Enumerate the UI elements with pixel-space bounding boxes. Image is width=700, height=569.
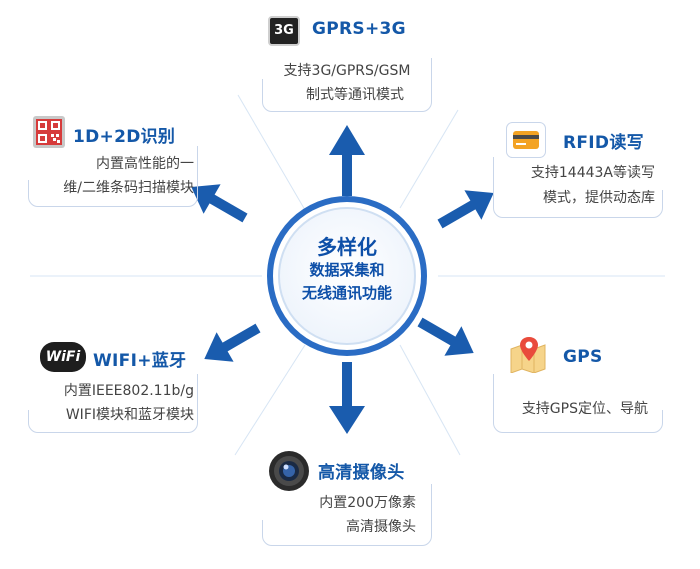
arrows (191, 125, 494, 434)
map-pin-icon (507, 335, 549, 374)
arrow-up-left (191, 184, 248, 223)
rfid-card-icon (506, 122, 546, 158)
barcode-title: 1D+2D识别 (73, 127, 176, 147)
center-line-2: 数据采集和 (309, 261, 385, 279)
qr-code-icon (33, 116, 65, 148)
center-title: 多样化 (317, 235, 377, 259)
arrow-up (329, 125, 365, 196)
gps-title: GPS (563, 347, 603, 367)
camera-title: 高清摄像头 (318, 463, 405, 483)
arrow-up-right (437, 190, 494, 229)
center-line-3: 无线通讯功能 (301, 284, 392, 302)
wifi-badge-icon: WiFi (40, 342, 86, 372)
rfid-desc-line-2: 模式，提供动态库 (543, 190, 655, 206)
arrow-down-left (204, 323, 261, 362)
gps-desc-line-1: 支持GPS定位、导航 (521, 401, 648, 417)
gprs-desc-line-2: 制式等通讯模式 (306, 87, 404, 103)
rfid-desc-line-1: 支持14443A等读写 (530, 165, 655, 181)
camera-lens-icon (268, 450, 310, 492)
gprs-desc-line-1: 支持3G/GPRS/GSM (283, 63, 411, 79)
barcode-desc-line-1: 内置高性能的一 (96, 156, 194, 172)
wifi-desc-line-2: WIFI模块和蓝牙模块 (65, 407, 194, 423)
arrow-down-right (417, 317, 474, 356)
wifi-title: WIFI+蓝牙 (93, 351, 187, 371)
3g-icon: 3G (268, 16, 300, 46)
center-ring (267, 196, 427, 356)
camera-desc-line-1: 内置200万像素 (319, 495, 416, 511)
divider-lines (30, 94, 665, 456)
barcode-desc-line-2: 维/二维条码扫描模块 (63, 180, 194, 196)
arrow-down (329, 362, 365, 434)
gprs-title: GPRS+3G (312, 19, 406, 39)
wifi-desc-line-1: 内置IEEE802.11b/g (63, 383, 194, 399)
camera-desc-line-2: 高清摄像头 (346, 519, 416, 535)
rfid-title: RFID读写 (563, 133, 644, 153)
